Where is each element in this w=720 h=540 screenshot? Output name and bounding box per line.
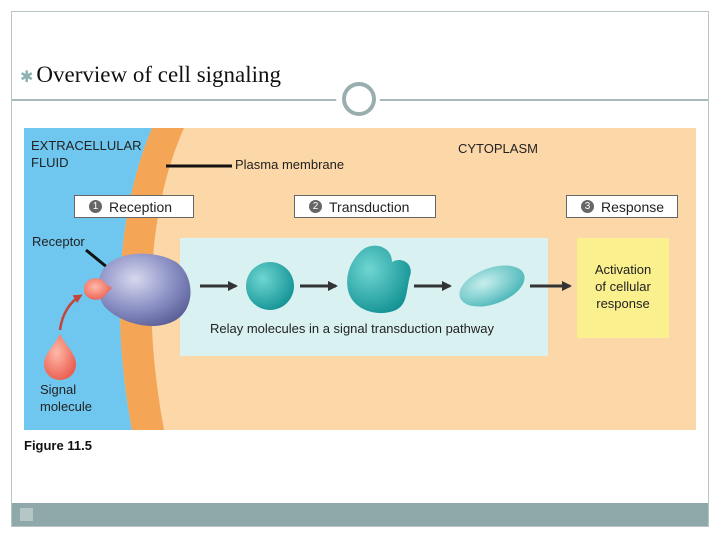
extracellular-fluid-label: EXTRACELLULAR FLUID	[31, 138, 142, 170]
signal-molecule	[44, 334, 76, 380]
bullet-icon: ✱	[20, 69, 34, 86]
receptor-label: Receptor	[32, 234, 85, 249]
plasma-membrane-label: Plasma membrane	[235, 157, 345, 172]
response-box	[577, 238, 669, 338]
step-response-label: Response	[601, 198, 665, 215]
relay-molecule-3	[459, 265, 525, 307]
footer-square-icon	[20, 508, 33, 521]
ring-icon	[342, 82, 376, 116]
receptor	[98, 253, 191, 327]
receptor-leader-line	[85, 248, 109, 270]
figure-caption: Figure 11.5	[24, 438, 92, 453]
step-transduction-label: Transduction	[329, 198, 410, 215]
slide-title-text: Overview of cell signaling	[36, 62, 282, 87]
slide-frame	[11, 11, 709, 527]
relay-molecule-1	[246, 262, 294, 310]
relay-pathway-label: Relay molecules in a signal transduction…	[210, 321, 494, 336]
step-number-3: 3	[581, 200, 594, 213]
bound-signal-molecule	[84, 278, 112, 300]
signal-molecule-label: Signal molecule	[40, 382, 93, 414]
step-number-2: 2	[309, 200, 322, 213]
step-reception: 1 Reception	[74, 195, 194, 218]
cytoplasm-label: CYTOPLASM	[458, 141, 538, 156]
slide-footer-bar	[12, 503, 708, 526]
activation-label: Activation of cellular response	[594, 262, 652, 311]
step-response: 3 Response	[566, 195, 678, 218]
relay-molecule-2	[347, 245, 411, 314]
title-ring-ornament	[336, 76, 380, 120]
step-transduction: 2 Transduction	[294, 195, 436, 218]
signal-binding-arrow	[58, 294, 83, 331]
slide-title: ✱Overview of cell signaling	[20, 62, 281, 88]
step-number-1: 1	[89, 200, 102, 213]
step-reception-label: Reception	[109, 198, 173, 215]
